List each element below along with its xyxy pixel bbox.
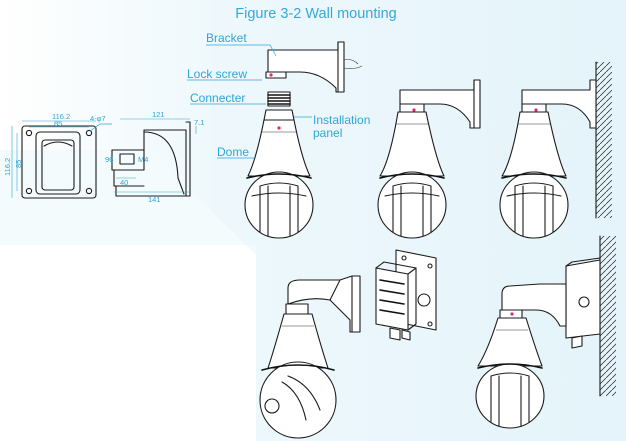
exploded-camera-assembly: [244, 41, 363, 239]
camera-with-junction-box-on-wall: [475, 235, 616, 429]
dim-hole-spec: 4-φ7: [90, 114, 106, 123]
dim-mount-width: 40: [120, 178, 128, 187]
dim-arm-thickness: 7.1: [194, 118, 204, 127]
assembled-camera-middle: [377, 79, 481, 239]
dim-arm-length: 121: [152, 110, 165, 119]
front-view-plate: [11, 120, 112, 199]
dim-plate-width: 116.2: [52, 112, 70, 121]
side-view-bracket: [111, 118, 197, 197]
camera-with-junction-box: [259, 249, 437, 439]
dim-hole-spacing-h: 85: [54, 119, 62, 128]
label-installation-line2: panel: [313, 126, 342, 140]
dim-hole-spacing-v: 85: [14, 160, 23, 168]
assembled-camera-on-wall: [499, 61, 612, 239]
label-connecter: Connecter: [190, 91, 245, 105]
dim-mount-height-b: M4: [138, 155, 148, 164]
dim-plate-height: 116.2: [3, 158, 12, 176]
background-diagonal-band: [0, 150, 256, 255]
figure-title: Figure 3-2 Wall mounting: [235, 6, 396, 22]
label-installation-line1: Installation: [313, 113, 370, 127]
label-dome: Dome: [217, 145, 249, 159]
label-lock-screw: Lock screw: [187, 67, 247, 81]
dim-total-length: 141: [148, 195, 161, 204]
label-bracket: Bracket: [206, 31, 247, 45]
background-lower-white: [0, 245, 256, 441]
leader-bracket: [206, 44, 277, 57]
dim-mount-height-a: 96: [105, 155, 113, 164]
